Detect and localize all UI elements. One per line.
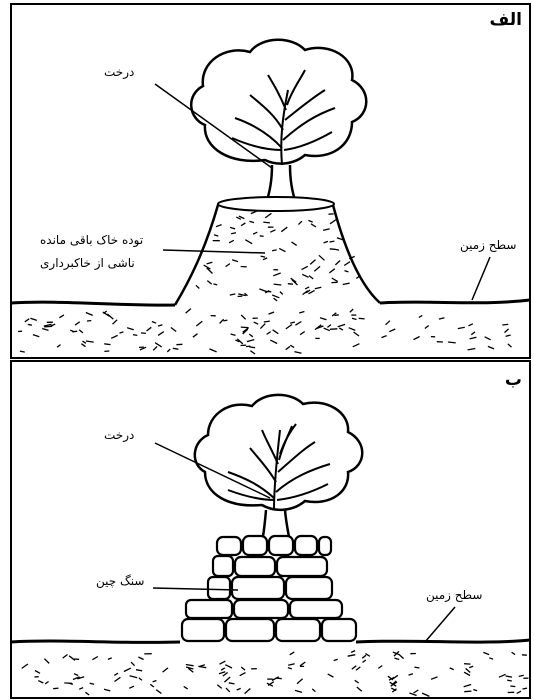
stone-wall: [182, 536, 356, 641]
panel-b-drawing: [0, 360, 534, 700]
panel-b-letter: ب: [505, 370, 522, 390]
panel-a-drawing: [0, 0, 534, 360]
soil-texture-b: [22, 651, 529, 697]
tree-label-b: درخت: [104, 426, 134, 444]
stone-label: سنگ چین: [96, 572, 144, 590]
panel-b: ب درخت سنگ چین سطح زمین: [0, 360, 534, 700]
ground-label-a: سطح زمین: [460, 236, 516, 254]
panel-a: الف درخت توده خاک باقی مانده ناشی از خاک…: [0, 0, 534, 360]
mound-label-line2: ناشی از خاکبرداری: [40, 254, 135, 272]
tree-label-a: درخت: [104, 63, 134, 81]
mound-top: [218, 197, 334, 211]
ground-label-b: سطح زمین: [426, 586, 482, 604]
panel-a-letter: الف: [490, 10, 522, 30]
mound-label-line1: توده خاک باقی مانده: [40, 231, 143, 249]
